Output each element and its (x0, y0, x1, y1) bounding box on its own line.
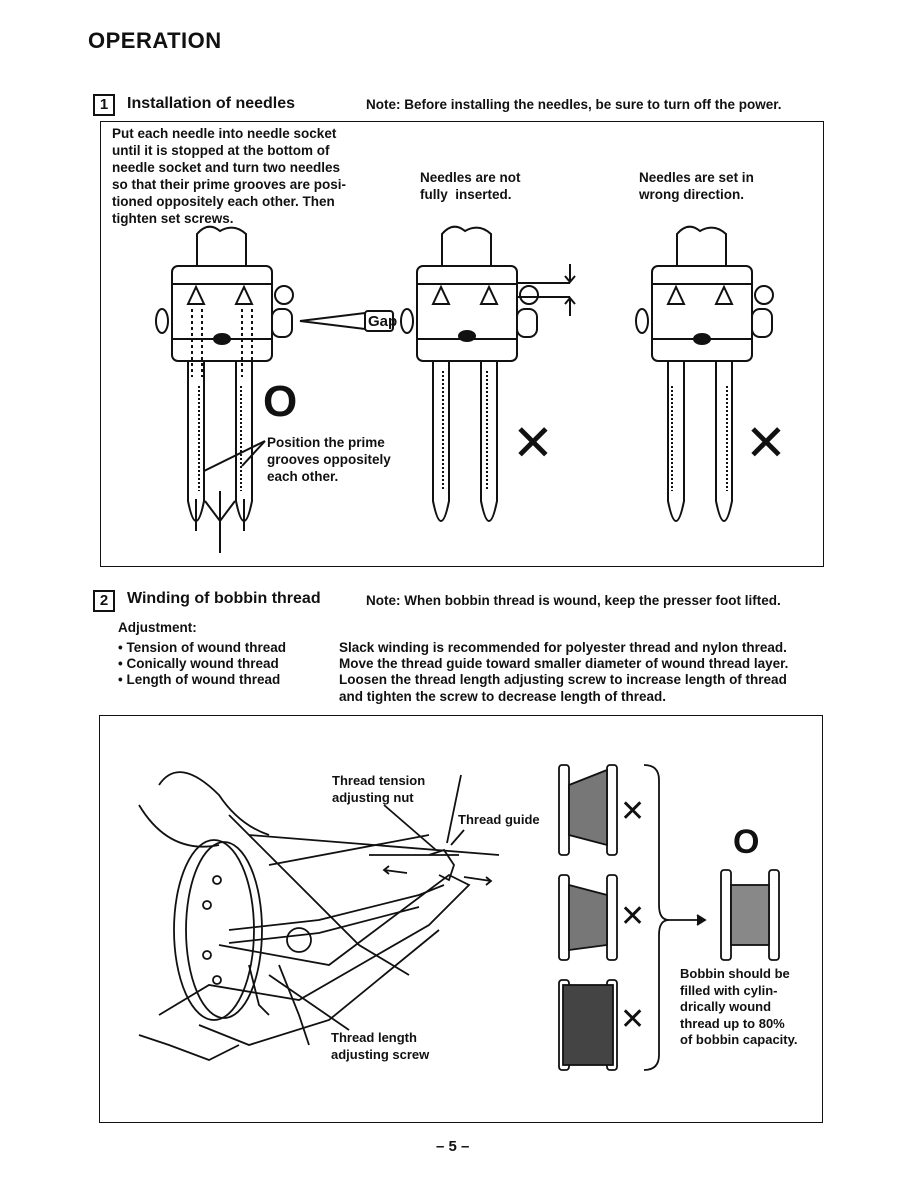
wrong-x-icon-bobbin-3: ✕ (620, 1003, 646, 1036)
bobbin-overfilled (558, 979, 618, 1071)
wrong-x-icon-2: ✕ (745, 415, 787, 471)
needle-socket-not-inserted (400, 225, 576, 522)
adjustment-item-tension: • Tension of wound thread (118, 640, 286, 655)
bobbin-tapered-2 (558, 874, 618, 961)
adjustment-item-label: Conically wound thread (126, 656, 279, 671)
needle-installation-panel (100, 121, 824, 567)
caption-wrong-direction: Needles are set in wrong direction. (639, 170, 754, 202)
adjustment-item-conical: • Conically wound thread (118, 656, 279, 671)
bobbin-winder-diagram (138, 764, 780, 1071)
caption-not-inserted: Needles are not fully inserted. (420, 170, 521, 202)
needle-diagram (155, 225, 774, 553)
wrong-x-icon-1: ✕ (512, 415, 554, 471)
adjustment-item-length: • Length of wound thread (118, 672, 281, 687)
section-1-number: 1 (93, 94, 115, 116)
adjustment-desc-tension: Slack winding is recommended for polyest… (339, 640, 787, 655)
bobbin-tapered-1 (558, 764, 618, 856)
gap-label: Gap (368, 313, 398, 330)
section-2-number: 2 (93, 590, 115, 612)
label-thread-tension-nut: Thread tension adjusting nut (332, 773, 426, 805)
page-number: – 5 – (436, 1138, 470, 1155)
needle-socket-wrong-direction (635, 225, 774, 522)
section-2-note: Note: When bobbin thread is wound, keep … (366, 593, 781, 608)
correct-circle-icon-bobbin: O (733, 823, 760, 861)
adjustment-item-label: Tension of wound thread (126, 640, 286, 655)
position-label: Position the prime grooves oppositely ea… (267, 435, 391, 484)
adjustment-heading: Adjustment: (118, 620, 197, 635)
section-1-title: Installation of needles (127, 95, 296, 112)
needle-socket-correct (155, 225, 394, 553)
page-title: OPERATION (88, 28, 222, 53)
adjustment-desc-length: Loosen the thread length adjusting screw… (339, 672, 787, 704)
section-1-note: Note: Before installing the needles, be … (366, 97, 782, 112)
bobbin-correct (720, 869, 780, 961)
wrong-x-icon-bobbin-1: ✕ (620, 795, 646, 828)
adjustment-desc-conical: Move the thread guide toward smaller dia… (339, 656, 789, 671)
adjustment-item-label: Length of wound thread (126, 672, 281, 687)
label-thread-length-screw: Thread length adjusting screw (331, 1030, 430, 1062)
correct-circle-icon: O (263, 377, 298, 426)
bobbin-capacity-note: Bobbin should be filled with cylin- dric… (680, 966, 798, 1047)
wrong-x-icon-bobbin-2: ✕ (620, 900, 646, 933)
label-thread-guide: Thread guide (458, 812, 540, 827)
needle-instruction-text: Put each needle into needle socket until… (112, 126, 347, 226)
bobbin-winding-panel (99, 715, 823, 1123)
section-2-title: Winding of bobbin thread (127, 590, 321, 607)
